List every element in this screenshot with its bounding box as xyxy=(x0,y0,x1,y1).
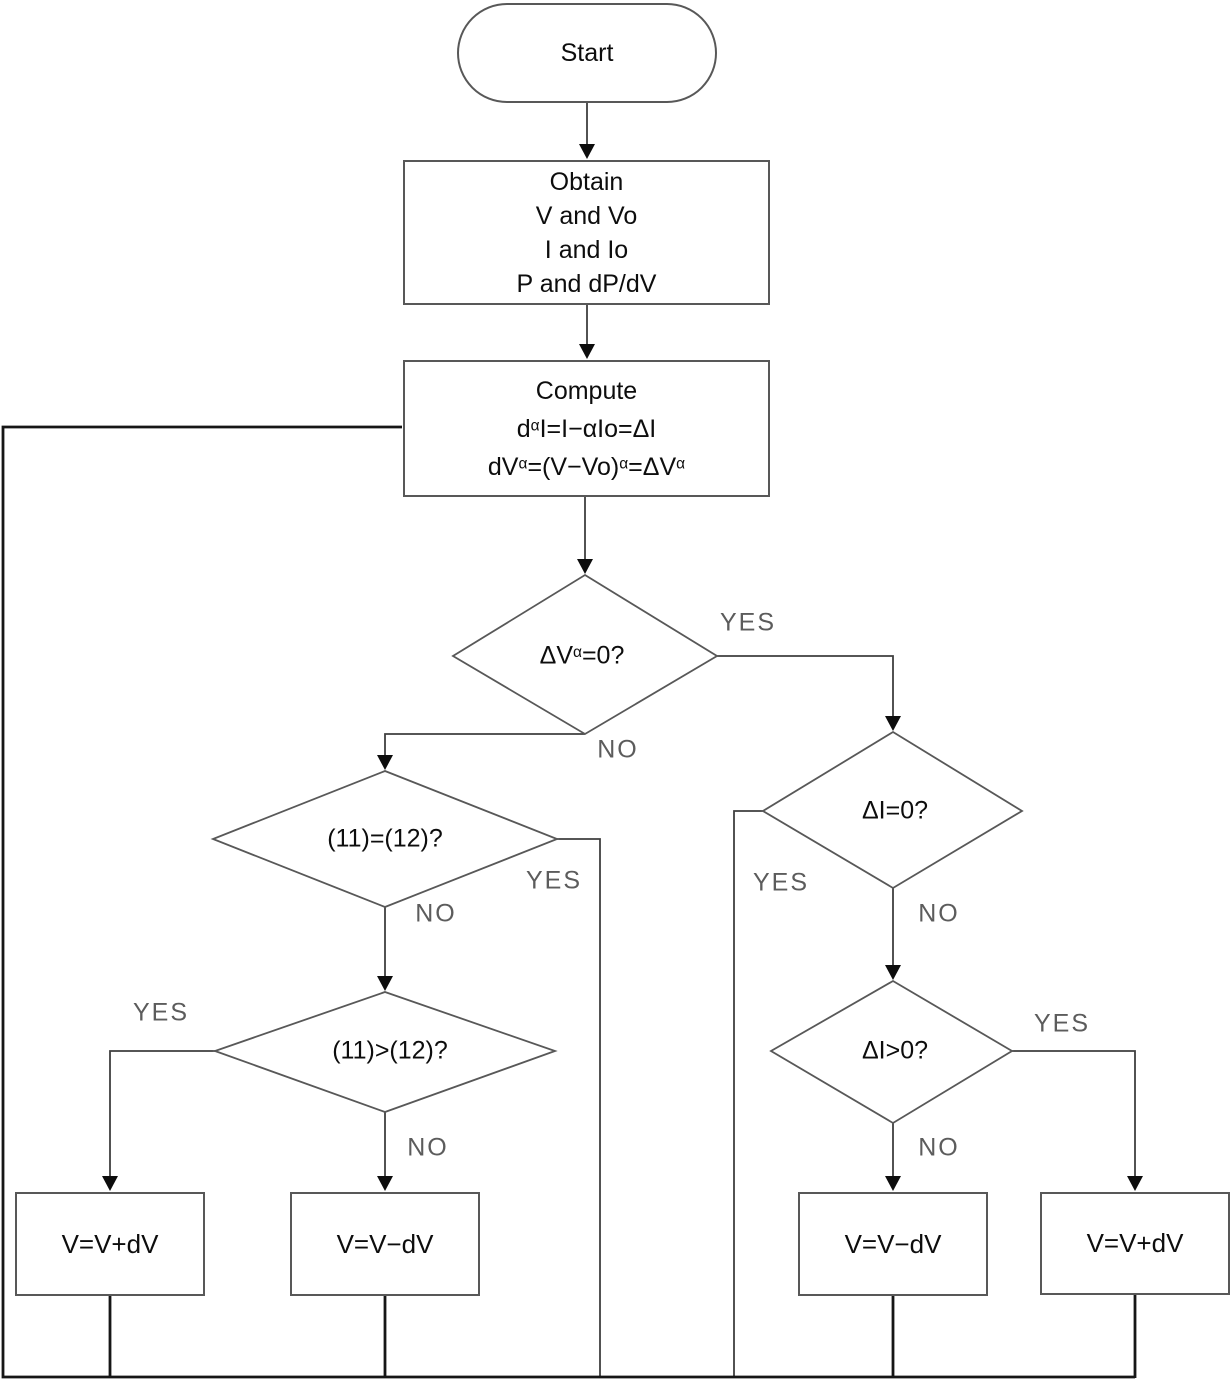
edge-label-eq-yes: YES xyxy=(525,866,583,895)
obtain-line: I and Io xyxy=(544,235,629,264)
update-v-plus-right-node: V=V+dV xyxy=(1040,1192,1230,1295)
arrowhead xyxy=(577,559,593,574)
edge-label-gt-yes: YES xyxy=(132,998,190,1027)
arrowhead xyxy=(377,755,393,770)
edge-label-gt-no: NO xyxy=(407,1133,449,1162)
edge-label-dv-no: NO xyxy=(597,735,639,764)
update-v-minus-right-label: V=V−dV xyxy=(844,1228,942,1259)
decision-di-eq-0-shape xyxy=(761,730,1024,890)
arrowhead xyxy=(1127,1176,1143,1191)
decision-di-gt-0-label: ΔI>0? xyxy=(861,1036,929,1065)
arrowhead xyxy=(102,1176,118,1191)
edge-label-eq-no: NO xyxy=(415,899,457,928)
obtain-line: V and Vo xyxy=(535,201,638,230)
decision-dv-alpha-label: ΔVα=0? xyxy=(539,641,625,670)
decision-shapes xyxy=(210,573,1024,1125)
decision-11-gt-12-label: (11)>(12)? xyxy=(332,1036,448,1065)
decision-11-gt-12-shape xyxy=(212,991,558,1113)
arrowhead xyxy=(885,716,901,731)
update-v-minus-left-node: V=V−dV xyxy=(290,1192,480,1296)
arrowheads xyxy=(102,144,1143,1191)
obtain-node: Obtain V and Vo I and Io P and dP/dV xyxy=(403,160,770,305)
edge-digt-yes xyxy=(1012,1050,1136,1178)
edge-dv-no xyxy=(384,733,585,757)
update-v-minus-left-label: V=V−dV xyxy=(336,1228,434,1259)
obtain-line: P and dP/dV xyxy=(516,269,657,298)
edge-gt-yes xyxy=(109,1050,215,1178)
decision-di-gt-0-shape xyxy=(769,979,1014,1125)
edge-label-di0-no: NO xyxy=(918,899,960,928)
update-v-plus-left-label: V=V+dV xyxy=(61,1228,159,1259)
arrowhead xyxy=(885,1176,901,1191)
update-v-plus-left-node: V=V+dV xyxy=(15,1192,205,1296)
decision-11-eq-12-shape xyxy=(210,770,560,908)
compute-line: dαI=I−αIo=ΔI xyxy=(516,414,657,443)
arrowhead xyxy=(885,965,901,980)
compute-line: Compute xyxy=(535,376,638,405)
edge-label-di0-yes: YES xyxy=(752,868,810,897)
compute-node: Compute dαI=I−αIo=ΔI dVα=(V−Vo)α=ΔVα xyxy=(403,360,770,497)
edge-label-digt-no: NO xyxy=(918,1133,960,1162)
obtain-line: Obtain xyxy=(549,167,624,196)
update-v-plus-right-label: V=V+dV xyxy=(1086,1228,1184,1258)
edge-label-dv-yes: YES xyxy=(719,608,777,637)
edge-label-digt-yes: YES xyxy=(1033,1009,1091,1038)
arrowhead xyxy=(579,344,595,359)
merge-and-feedback-lines xyxy=(1,425,1137,1379)
edge-dv-yes xyxy=(717,655,894,718)
start-label: Start xyxy=(560,38,614,67)
compute-line: dVα=(V−Vo)α=ΔVα xyxy=(487,452,686,481)
update-v-minus-right-node: V=V−dV xyxy=(798,1192,988,1296)
edge-di0-yes xyxy=(733,810,763,1377)
decision-11-eq-12-label: (11)=(12)? xyxy=(327,824,443,853)
edges xyxy=(109,103,1136,1377)
decision-di-eq-0-label: ΔI=0? xyxy=(861,796,929,825)
decision-dv-alpha-shape xyxy=(451,573,719,736)
arrowhead xyxy=(579,144,595,159)
start-node: Start xyxy=(457,3,717,103)
edge-feedback-return xyxy=(1,425,1135,1379)
edge-eq-yes xyxy=(557,838,601,1377)
arrowhead xyxy=(377,976,393,991)
arrowhead xyxy=(377,1176,393,1191)
